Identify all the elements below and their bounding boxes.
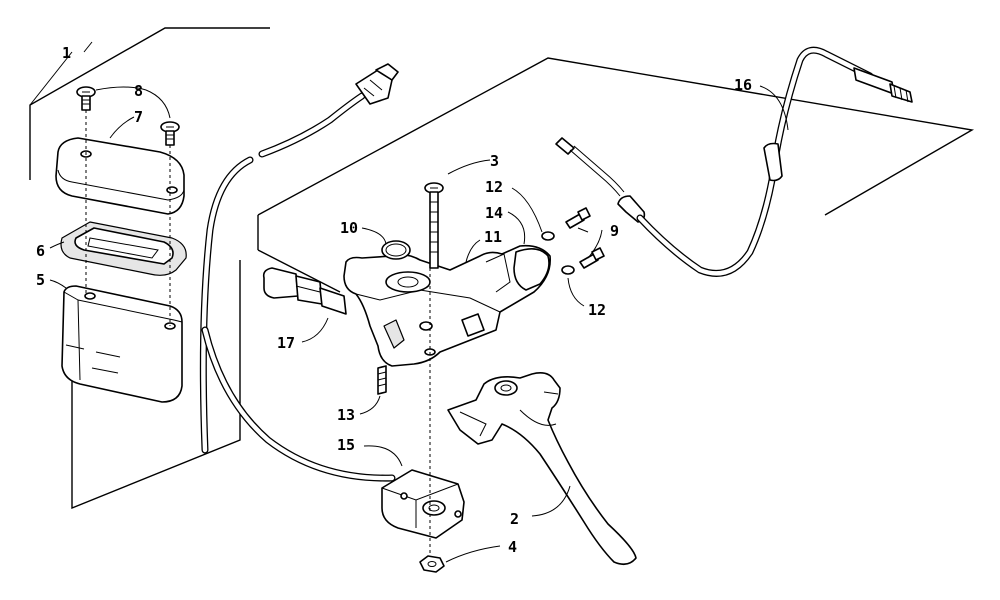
reservoir-body (61, 285, 183, 403)
brake-switch-housing (381, 469, 465, 539)
brake-lever (447, 372, 637, 566)
callout-11: 11 (484, 228, 502, 246)
switch-wire (201, 326, 396, 482)
lever-nut (419, 555, 445, 573)
callout-14: 14 (485, 204, 503, 222)
callout-10: 10 (340, 219, 358, 237)
callout-1: 1 (62, 44, 71, 62)
callout-labels: 1 2 3 4 5 6 7 8 9 10 11 12 12 13 14 15 1… (36, 44, 752, 556)
callout-4: 4 (508, 538, 517, 556)
reservoir-cap (55, 137, 185, 215)
callout-15: 15 (337, 436, 355, 454)
brake-light-switch (262, 267, 347, 315)
connector-harness (199, 63, 399, 454)
callout-12-lower: 12 (588, 301, 606, 319)
callout-5: 5 (36, 271, 45, 289)
leader-lines (29, 41, 789, 563)
master-cylinder-bolt (424, 182, 444, 269)
brake-hose (555, 46, 913, 277)
callout-2: 2 (510, 510, 519, 528)
callout-13: 13 (337, 406, 355, 424)
cap-screw-right (160, 121, 180, 146)
callout-8: 8 (134, 82, 143, 100)
callout-9: 9 (610, 222, 619, 240)
cap-screw-left (76, 86, 96, 111)
callout-17: 17 (277, 334, 295, 352)
clamp-screw-lower (561, 247, 605, 275)
callout-7: 7 (134, 108, 143, 126)
o-ring (381, 240, 411, 260)
master-cylinder-body (343, 244, 551, 367)
callout-3: 3 (490, 152, 499, 170)
clamp-screw-upper (541, 207, 591, 241)
master-cylinder-group-bracket (257, 57, 975, 293)
lever-pivot-screw (377, 365, 387, 395)
callout-12-upper: 12 (485, 178, 503, 196)
callout-16: 16 (734, 76, 752, 94)
callout-6: 6 (36, 242, 45, 260)
reservoir-diaphragm (60, 221, 187, 276)
reservoir-alignment-lines (85, 110, 171, 326)
reservoir-group-bracket (29, 27, 270, 510)
